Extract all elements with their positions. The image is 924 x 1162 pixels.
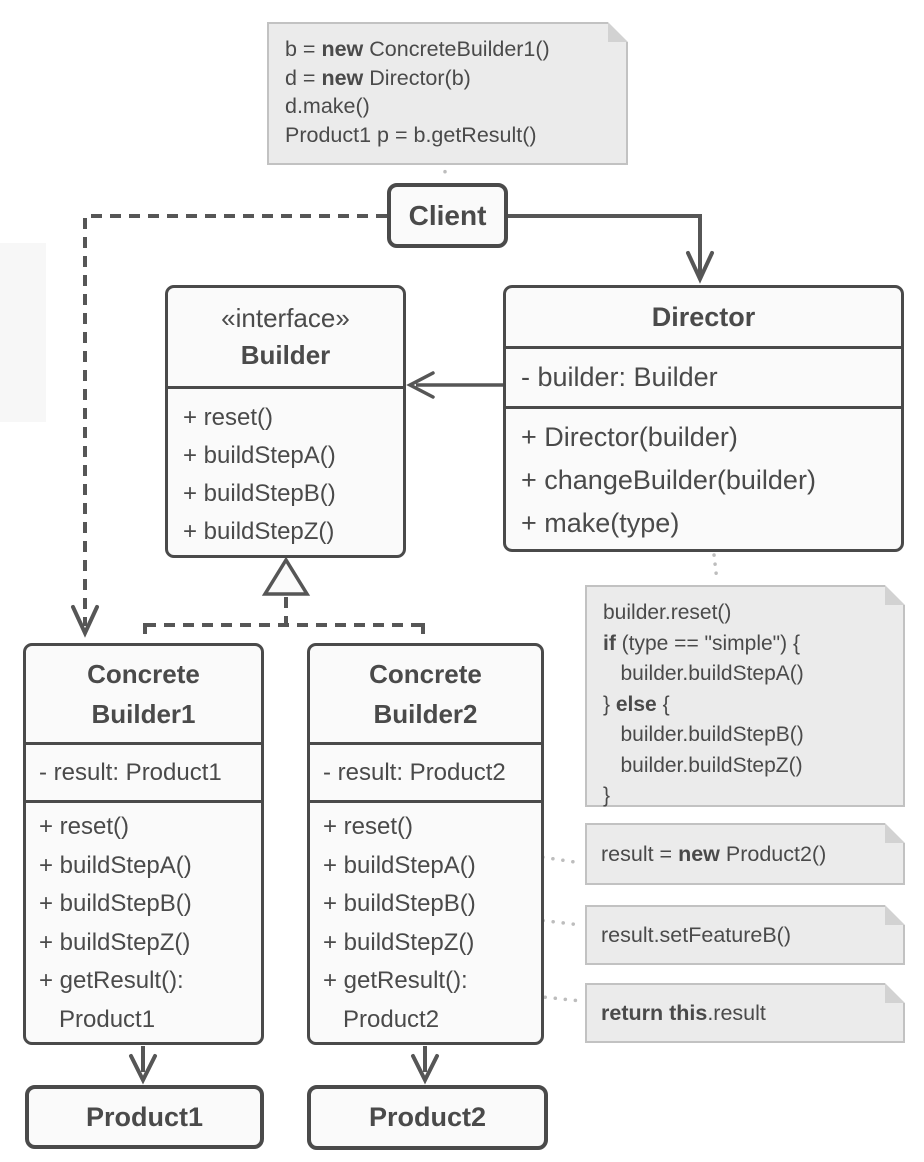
- member-line: - result: Product1: [39, 758, 222, 786]
- code-line: if (type == "simple") {: [603, 631, 800, 655]
- code-line: builder.buildStepA(): [603, 662, 804, 685]
- concrete-builder1-attributes: - result: Product1: [26, 742, 261, 800]
- member-line: + buildStepB(): [183, 480, 336, 507]
- concrete-builder2-methods: + reset() + buildStepA() + buildStepB() + b…: [310, 800, 541, 1042]
- member-line: + buildStepA(): [39, 851, 192, 879]
- code-line: builder.buildStepZ(): [603, 753, 803, 777]
- concrete-builder2-name-line1: Concrete: [369, 659, 482, 689]
- concrete-builder1-name-line1: Concrete: [87, 659, 200, 689]
- member-line: + buildStepZ(): [39, 928, 191, 956]
- member-line: + buildStepB(): [323, 890, 476, 917]
- client-class-name: Client: [408, 199, 487, 231]
- member-line: + buildStepZ(): [323, 928, 475, 956]
- member-line: + reset(): [39, 813, 130, 840]
- concrete-builder2-box: Concrete Builder2 - result: Product2 + r…: [307, 643, 544, 1045]
- concrete-builder1-name-line2: Builder1: [91, 699, 196, 729]
- code-line: builder.reset(): [603, 601, 732, 624]
- product2-class-name: Product2: [368, 1102, 487, 1132]
- code-line: result = new Product2(): [601, 841, 827, 866]
- member-line: + changeBuilder(builder): [521, 465, 816, 495]
- product1-class-box: Product1: [25, 1085, 264, 1149]
- director-class-name: Director: [651, 301, 756, 332]
- member-line: + make(type): [521, 508, 680, 538]
- director-builder-association-arrow: [406, 371, 503, 399]
- director-class-box: Director - builder: Builder + Director(b…: [503, 285, 904, 552]
- member-line: Product1: [39, 1005, 156, 1033]
- product2-class-box: Product2: [307, 1085, 548, 1150]
- client-concretebuilder1-dependency-arrow: [71, 214, 387, 638]
- member-line: + reset(): [183, 404, 274, 431]
- member-line: + Director(builder): [521, 422, 738, 452]
- concretebuilder2-product2-arrow: [411, 1046, 439, 1085]
- code-line: return this.result: [601, 1000, 766, 1025]
- member-line: + getResult():: [323, 967, 468, 994]
- builder-interface-box: «interface» Builder + reset() + buildStep…: [165, 285, 406, 558]
- client-director-arrow: [508, 214, 714, 284]
- member-line: + reset(): [323, 813, 414, 840]
- concretebuilder1-product1-arrow: [129, 1046, 157, 1085]
- director-methods: + Director(builder) + changeBuilder(build…: [506, 406, 901, 549]
- member-line: - result: Product2: [323, 758, 506, 786]
- code-line: builder.buildStepB(): [603, 723, 804, 746]
- code-line: Product1 p = b.getResult(): [285, 122, 537, 147]
- make-note-connector: [711, 544, 719, 583]
- return-result-note: return this.result: [585, 983, 905, 1043]
- concrete-builder2-header: Concrete Builder2: [310, 646, 541, 742]
- code-line: }: [603, 784, 611, 807]
- member-line: + getResult():: [39, 967, 184, 994]
- member-line: + buildStepB(): [39, 890, 192, 917]
- member-line: + buildStepA(): [183, 442, 336, 469]
- code-line: d = new Director(b): [285, 65, 471, 90]
- director-attributes: - builder: Builder: [506, 346, 901, 406]
- code-line: b = new ConcreteBuilder1(): [285, 37, 550, 61]
- concrete-builder1-methods: + reset() + buildStepA() + buildStepB() + b…: [26, 800, 261, 1042]
- director-header: Director: [506, 288, 901, 346]
- concrete-builder1-header: Concrete Builder1: [26, 646, 261, 742]
- code-line: result.setFeatureB(): [601, 922, 791, 947]
- page-background-strip: [0, 243, 46, 422]
- member-line: Product2: [323, 1005, 440, 1033]
- builder-interface-header: «interface» Builder: [168, 288, 403, 386]
- realization-connector: [143, 556, 425, 641]
- product1-class-name: Product1: [85, 1101, 204, 1132]
- reset-code-note: result = new Product2(): [585, 823, 905, 885]
- realization-triangle: [261, 556, 311, 596]
- member-line: + buildStepZ(): [183, 518, 335, 545]
- concrete-builder2-attributes: - result: Product2: [310, 742, 541, 800]
- concrete-builder2-name-line2: Builder2: [373, 699, 478, 729]
- make-code-note: builder.reset() if (type == "simple") { b…: [585, 585, 905, 807]
- builder-methods: + reset() + buildStepA() + buildStepB() + b…: [168, 386, 403, 555]
- client-class-box: Client: [387, 183, 508, 248]
- builder-stereotype: «interface»: [221, 303, 350, 333]
- member-line: - builder: Builder: [521, 362, 718, 392]
- member-line: + buildStepA(): [323, 851, 476, 879]
- code-line: d.make(): [285, 94, 370, 118]
- builder-class-name: Builder: [240, 340, 331, 370]
- code-line: } else {: [603, 692, 670, 716]
- client-code-note: b = new ConcreteBuilder1() d = new Direct…: [267, 22, 628, 165]
- concrete-builder1-box: Concrete Builder1 - result: Product1 + r…: [23, 643, 264, 1045]
- set-feature-note: result.setFeatureB(): [585, 905, 905, 965]
